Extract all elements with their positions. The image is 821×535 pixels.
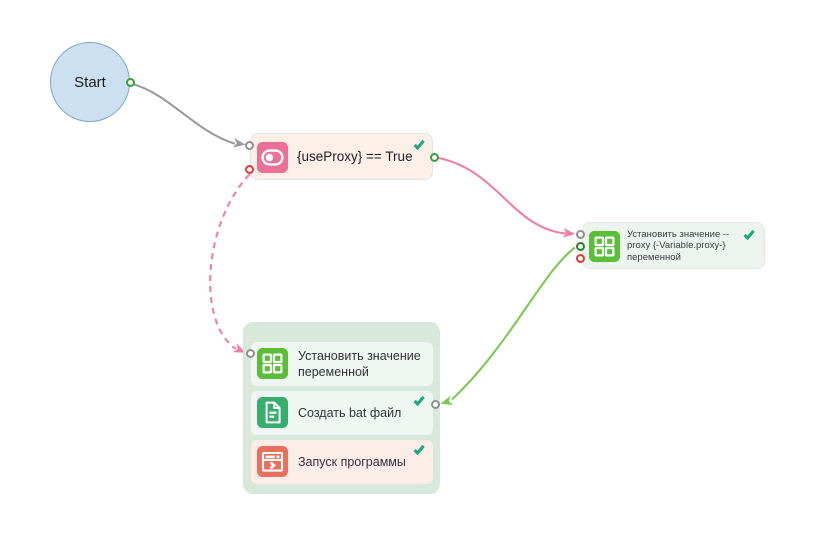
condition-node-label: {useProxy} == True: [297, 149, 413, 164]
set-variable-card-label: Установить значение переменной: [298, 348, 421, 380]
set-variable-card[interactable]: Установить значение переменной: [251, 342, 433, 386]
create-bat-card-label: Создать bat файл: [298, 405, 402, 420]
set-proxy-input-port[interactable]: [575, 229, 585, 239]
success-checkmark-icon: [413, 395, 425, 406]
start-node-label: Start: [74, 73, 106, 91]
edge-condition-to-group[interactable]: [209, 173, 251, 350]
set-proxy-node-label: Установить значение -- proxy {-Variable.…: [627, 229, 730, 263]
start-node[interactable]: Start: [50, 42, 130, 122]
start-output-port[interactable]: [125, 77, 135, 87]
run-program-card[interactable]: Запуск программы: [251, 440, 433, 484]
edge-condition-to-setproxy[interactable]: [438, 156, 567, 235]
edge-start-to-condition-arrowhead: [232, 137, 246, 148]
grid-icon: [589, 231, 620, 262]
condition-input-port[interactable]: [245, 140, 254, 150]
edge-setproxy-to-makebat[interactable]: [451, 246, 576, 401]
action-group[interactable]: Установить значение переменной Создать b…: [243, 322, 440, 494]
group-makebat-port[interactable]: [430, 399, 440, 409]
edge-setproxy-to-makebat-arrowhead: [440, 395, 454, 405]
document-icon: [257, 397, 288, 428]
create-bat-card[interactable]: Создать bat файл: [251, 391, 433, 435]
run-program-card-label: Запуск программы: [298, 454, 406, 469]
success-checkmark-icon: [413, 444, 425, 455]
grid-icon: [257, 348, 288, 379]
toggle-icon: [257, 142, 288, 173]
set-proxy-fail-port[interactable]: [575, 253, 585, 263]
success-checkmark-icon: [743, 229, 755, 240]
set-proxy-node[interactable]: Установить значение -- proxy {-Variable.…: [582, 222, 765, 269]
edge-condition-to-group-arrowhead: [232, 343, 246, 353]
success-checkmark-icon: [413, 139, 425, 150]
edge-condition-to-setproxy-arrowhead: [562, 227, 576, 238]
edge-start-to-condition[interactable]: [130, 82, 236, 145]
condition-success-port[interactable]: [429, 152, 439, 162]
group-setvar-input-port[interactable]: [245, 348, 255, 358]
set-proxy-success-port[interactable]: [575, 241, 585, 251]
window-run-icon: [257, 446, 288, 477]
condition-node[interactable]: {useProxy} == True: [250, 133, 433, 180]
condition-fail-port[interactable]: [245, 164, 254, 174]
